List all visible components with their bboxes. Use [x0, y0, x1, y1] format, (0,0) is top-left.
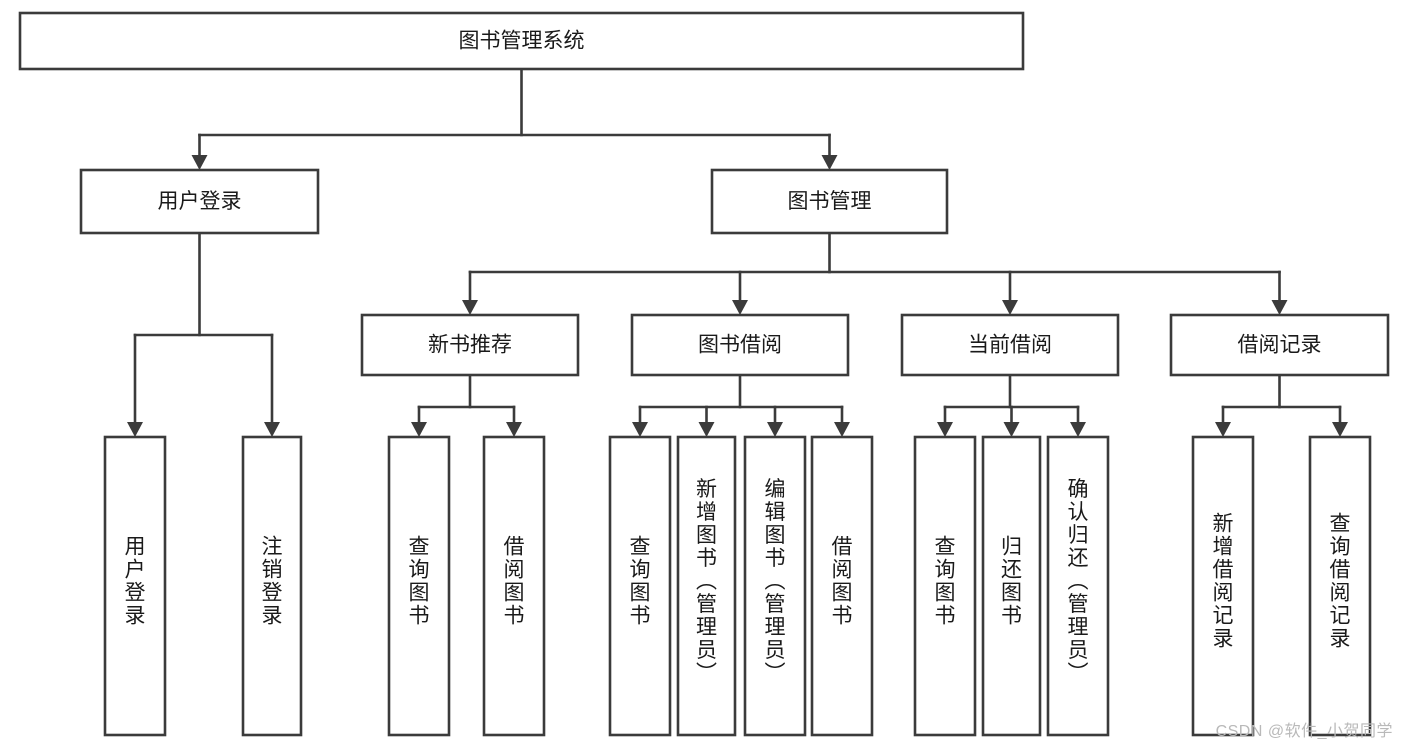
node-box-borrow-query-book[interactable]: [608, 435, 672, 737]
node-borrow-edit-book[interactable]: 编辑图书︵管理员︶: [743, 435, 807, 737]
node-label-book-borrow: 图书借阅: [698, 334, 782, 357]
node-box-root[interactable]: [18, 11, 1025, 71]
node-record-add[interactable]: 新增借阅记录: [1191, 435, 1255, 737]
node-recommend-query-book[interactable]: 查询图书: [387, 435, 451, 737]
node-boxes-group: 图书管理系统用户登录用户登录注销登录图书管理新书推荐查询图书借阅图书图书借阅查询…: [18, 11, 1390, 737]
node-new-book-recommend[interactable]: 新书推荐: [360, 313, 580, 377]
connector-lines-group: [127, 67, 1348, 437]
node-current-query-book[interactable]: 查询图书: [913, 435, 977, 737]
node-label-user-login-do: 用户登录: [125, 536, 146, 628]
node-label-record-query: 查询借阅记录: [1330, 513, 1351, 651]
node-label-current-return-book: 归还图书: [1001, 536, 1022, 628]
node-label-borrow-record: 借阅记录: [1238, 334, 1322, 357]
node-label-user-logout: 注销登录: [262, 536, 283, 628]
node-box-user-login[interactable]: [79, 168, 320, 235]
node-label-root: 图书管理系统: [459, 30, 585, 53]
node-record-query[interactable]: 查询借阅记录: [1308, 435, 1372, 737]
node-label-borrow-borrow-book: 借阅图书: [832, 536, 853, 628]
node-label-book-manage: 图书管理: [788, 190, 872, 213]
node-box-book-manage[interactable]: [710, 168, 949, 235]
node-borrow-query-book[interactable]: 查询图书: [608, 435, 672, 737]
node-label-record-add: 新增借阅记录: [1213, 513, 1234, 651]
node-box-user-login-do[interactable]: [103, 435, 167, 737]
node-label-current-query-book: 查询图书: [935, 536, 956, 628]
node-box-user-logout[interactable]: [241, 435, 303, 737]
node-box-recommend-borrow-book[interactable]: [482, 435, 546, 737]
node-label-borrow-add-book: 新增图书︵管理员︶: [696, 478, 717, 685]
node-user-login-do[interactable]: 用户登录: [103, 435, 167, 737]
node-label-borrow-query-book: 查询图书: [630, 536, 651, 628]
node-box-current-confirm-return[interactable]: [1046, 435, 1110, 737]
node-current-confirm-return[interactable]: 确认归还︵管理员︶: [1046, 435, 1110, 737]
node-box-record-query[interactable]: [1308, 435, 1372, 737]
node-box-recommend-query-book[interactable]: [387, 435, 451, 737]
node-label-current-borrow: 当前借阅: [968, 334, 1052, 357]
node-recommend-borrow-book[interactable]: 借阅图书: [482, 435, 546, 737]
node-box-new-book-recommend[interactable]: [360, 313, 580, 377]
node-user-logout[interactable]: 注销登录: [241, 435, 303, 737]
node-box-current-return-book[interactable]: [981, 435, 1042, 737]
node-box-borrow-edit-book[interactable]: [743, 435, 807, 737]
node-box-borrow-add-book[interactable]: [676, 435, 737, 737]
node-book-borrow[interactable]: 图书借阅: [630, 313, 850, 377]
node-current-borrow[interactable]: 当前借阅: [900, 313, 1120, 377]
node-book-manage[interactable]: 图书管理: [710, 168, 949, 235]
node-borrow-borrow-book[interactable]: 借阅图书: [810, 435, 874, 737]
node-box-borrow-borrow-book[interactable]: [810, 435, 874, 737]
node-label-recommend-borrow-book: 借阅图书: [504, 536, 525, 628]
node-user-login[interactable]: 用户登录: [79, 168, 320, 235]
node-label-current-confirm-return: 确认归还︵管理员︶: [1068, 478, 1089, 685]
watermark-label: CSDN @软件_小贺同学: [1215, 723, 1393, 740]
node-box-book-borrow[interactable]: [630, 313, 850, 377]
node-borrow-add-book[interactable]: 新增图书︵管理员︶: [676, 435, 737, 737]
node-label-borrow-edit-book: 编辑图书︵管理员︶: [765, 478, 786, 685]
node-borrow-record[interactable]: 借阅记录: [1169, 313, 1390, 377]
node-box-borrow-record[interactable]: [1169, 313, 1390, 377]
node-box-record-add[interactable]: [1191, 435, 1255, 737]
node-label-new-book-recommend: 新书推荐: [428, 334, 512, 357]
node-label-recommend-query-book: 查询图书: [409, 536, 430, 628]
node-root[interactable]: 图书管理系统: [18, 11, 1025, 71]
node-box-current-query-book[interactable]: [913, 435, 977, 737]
node-label-user-login: 用户登录: [158, 190, 242, 213]
node-current-return-book[interactable]: 归还图书: [981, 435, 1042, 737]
node-box-current-borrow[interactable]: [900, 313, 1120, 377]
